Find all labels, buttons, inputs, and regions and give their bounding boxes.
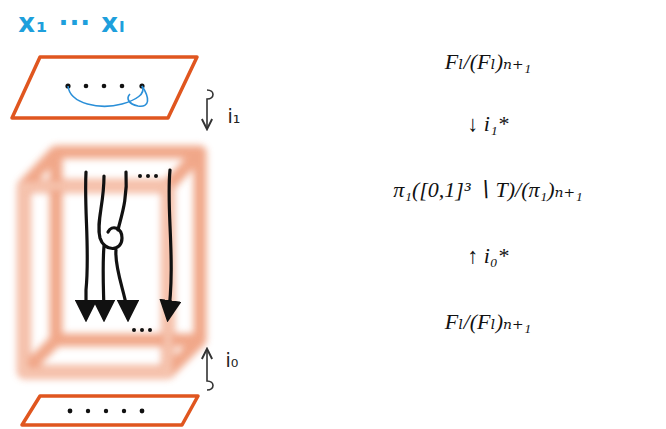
top-plane	[12, 57, 197, 118]
bottom-plane	[104, 409, 108, 413]
top-plane	[12, 57, 197, 118]
tangle-strands	[86, 170, 172, 318]
cube	[24, 186, 168, 372]
tangle-strands	[102, 246, 106, 318]
bottom-plane	[140, 409, 145, 414]
inclusion-arrow	[207, 350, 213, 390]
top-plane	[84, 84, 89, 89]
ellipsis-dots	[146, 174, 150, 178]
tangle-strands	[99, 176, 122, 249]
cube	[24, 152, 200, 372]
top-plane	[102, 84, 107, 89]
top-plane	[65, 83, 144, 88]
bottom-plane	[122, 409, 126, 413]
inclusion-arrow	[207, 90, 213, 128]
ellipsis-dots	[132, 328, 136, 332]
bottom-plane	[68, 409, 145, 414]
ellipsis-dots	[140, 328, 144, 332]
generator-labels: x₁ ··· xₗ	[18, 8, 125, 39]
cube	[24, 186, 168, 372]
tangle-strands	[118, 172, 126, 230]
math-term: Fₗ/(Fₗ)ₙ₊₁	[445, 49, 532, 75]
tangle-strands	[116, 250, 128, 318]
math-arrow: ↓ i₁*	[467, 111, 508, 137]
map-label: i₁	[228, 105, 241, 128]
tangle-strands	[168, 170, 171, 318]
map-label: i₀	[226, 349, 239, 372]
math-term: π₁([0,1]³ ∖ T)/(π₁)ₙ₊₁	[393, 177, 582, 203]
bottom-plane	[86, 409, 90, 413]
tangle-strands	[86, 172, 88, 318]
math-term: Fₗ/(Fₗ)ₙ₊₁	[445, 309, 532, 335]
bottom-plane	[68, 409, 73, 414]
cube	[24, 152, 200, 372]
bottom-plane	[22, 396, 198, 425]
ellipsis-dots	[138, 174, 142, 178]
bottom-plane	[22, 396, 198, 425]
top-plane	[128, 86, 148, 106]
top-plane	[120, 84, 125, 89]
math-arrow: ↑ i₀*	[467, 243, 508, 269]
cube	[24, 152, 200, 372]
ellipsis-dots	[132, 174, 158, 332]
ellipsis-dots	[148, 328, 152, 332]
ellipsis-dots	[154, 174, 158, 178]
